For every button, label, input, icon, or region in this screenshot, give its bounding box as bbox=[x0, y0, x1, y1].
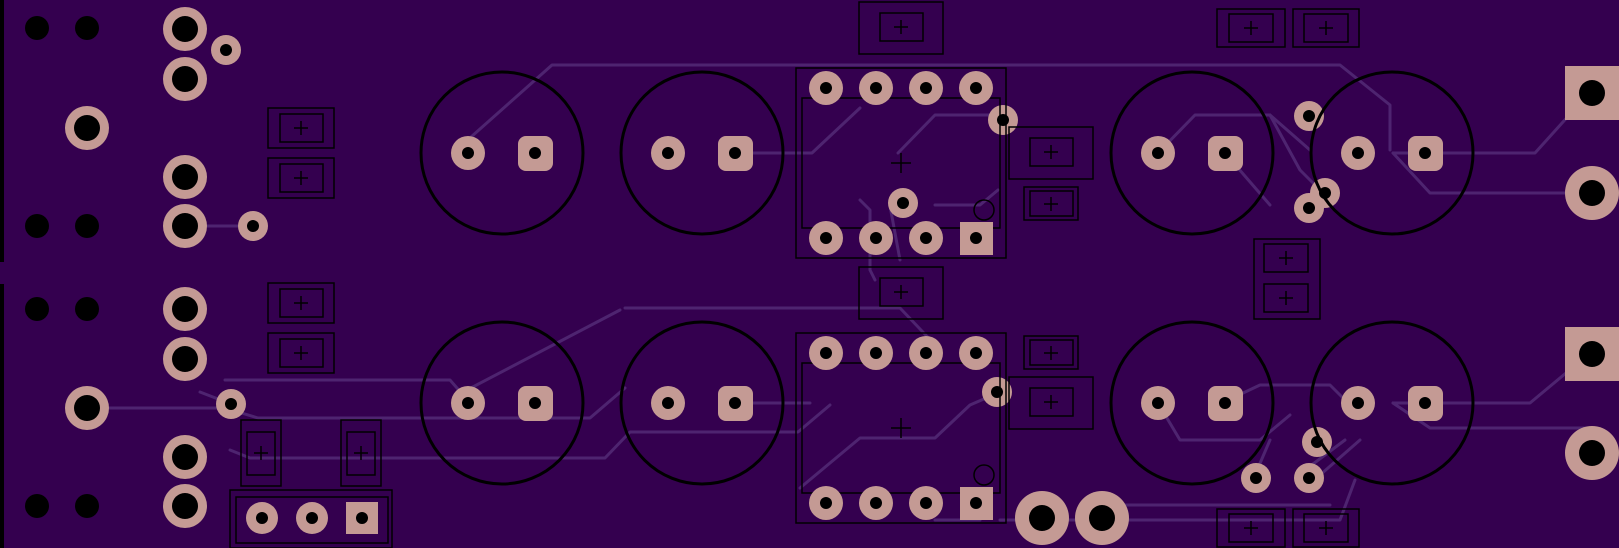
capacitor bbox=[419, 70, 585, 236]
smd-part bbox=[858, 1, 944, 55]
smd-part bbox=[240, 419, 282, 487]
smd-part bbox=[1008, 376, 1094, 430]
ic-dip8-bottom bbox=[795, 332, 1007, 524]
via bbox=[211, 35, 241, 65]
board-edge-cuts bbox=[0, 0, 4, 548]
capacitor bbox=[619, 320, 785, 486]
via bbox=[1294, 193, 1324, 223]
pad-large bbox=[163, 204, 207, 248]
pad-large bbox=[163, 484, 207, 528]
vias bbox=[211, 35, 1340, 493]
smd-part bbox=[267, 157, 335, 199]
edge-connector-right bbox=[1565, 66, 1619, 480]
pad-large bbox=[65, 386, 109, 430]
pad-large bbox=[163, 7, 207, 51]
smd-part bbox=[1216, 508, 1286, 548]
via bbox=[1241, 463, 1271, 493]
capacitor bbox=[619, 70, 785, 236]
capacitors bbox=[419, 70, 1475, 486]
smd-part bbox=[1292, 8, 1360, 48]
header-3pin bbox=[229, 489, 393, 548]
smd-part bbox=[1216, 8, 1286, 48]
via bbox=[216, 389, 246, 419]
via bbox=[238, 211, 268, 241]
ic-dip8-top bbox=[795, 67, 1007, 259]
smd-part bbox=[1253, 238, 1321, 320]
smd-part bbox=[340, 419, 382, 487]
smd-part bbox=[858, 266, 944, 320]
pad-large bbox=[163, 57, 207, 101]
smd-part bbox=[1292, 508, 1360, 548]
capacitor bbox=[1109, 320, 1275, 486]
capacitor bbox=[1109, 70, 1275, 236]
smd-part bbox=[267, 282, 335, 324]
smd-part bbox=[1008, 126, 1094, 180]
connector-pads-left bbox=[65, 7, 207, 528]
pad-large bbox=[163, 155, 207, 199]
power-pads bbox=[1015, 491, 1129, 545]
via bbox=[1294, 463, 1324, 493]
smd-part bbox=[1023, 186, 1079, 221]
capacitor bbox=[419, 320, 585, 486]
pad-large bbox=[65, 106, 109, 150]
via bbox=[982, 377, 1012, 407]
via bbox=[988, 105, 1018, 135]
pad-large bbox=[163, 337, 207, 381]
capacitor bbox=[1309, 320, 1475, 486]
capacitor bbox=[1309, 70, 1475, 236]
pad-large bbox=[163, 287, 207, 331]
smd-part bbox=[1023, 335, 1079, 370]
mounting-holes bbox=[25, 16, 99, 518]
smd-part bbox=[267, 332, 335, 374]
smd-part bbox=[267, 107, 335, 149]
smd-footprints bbox=[240, 1, 1360, 548]
via bbox=[888, 188, 918, 218]
pad-large bbox=[163, 435, 207, 479]
